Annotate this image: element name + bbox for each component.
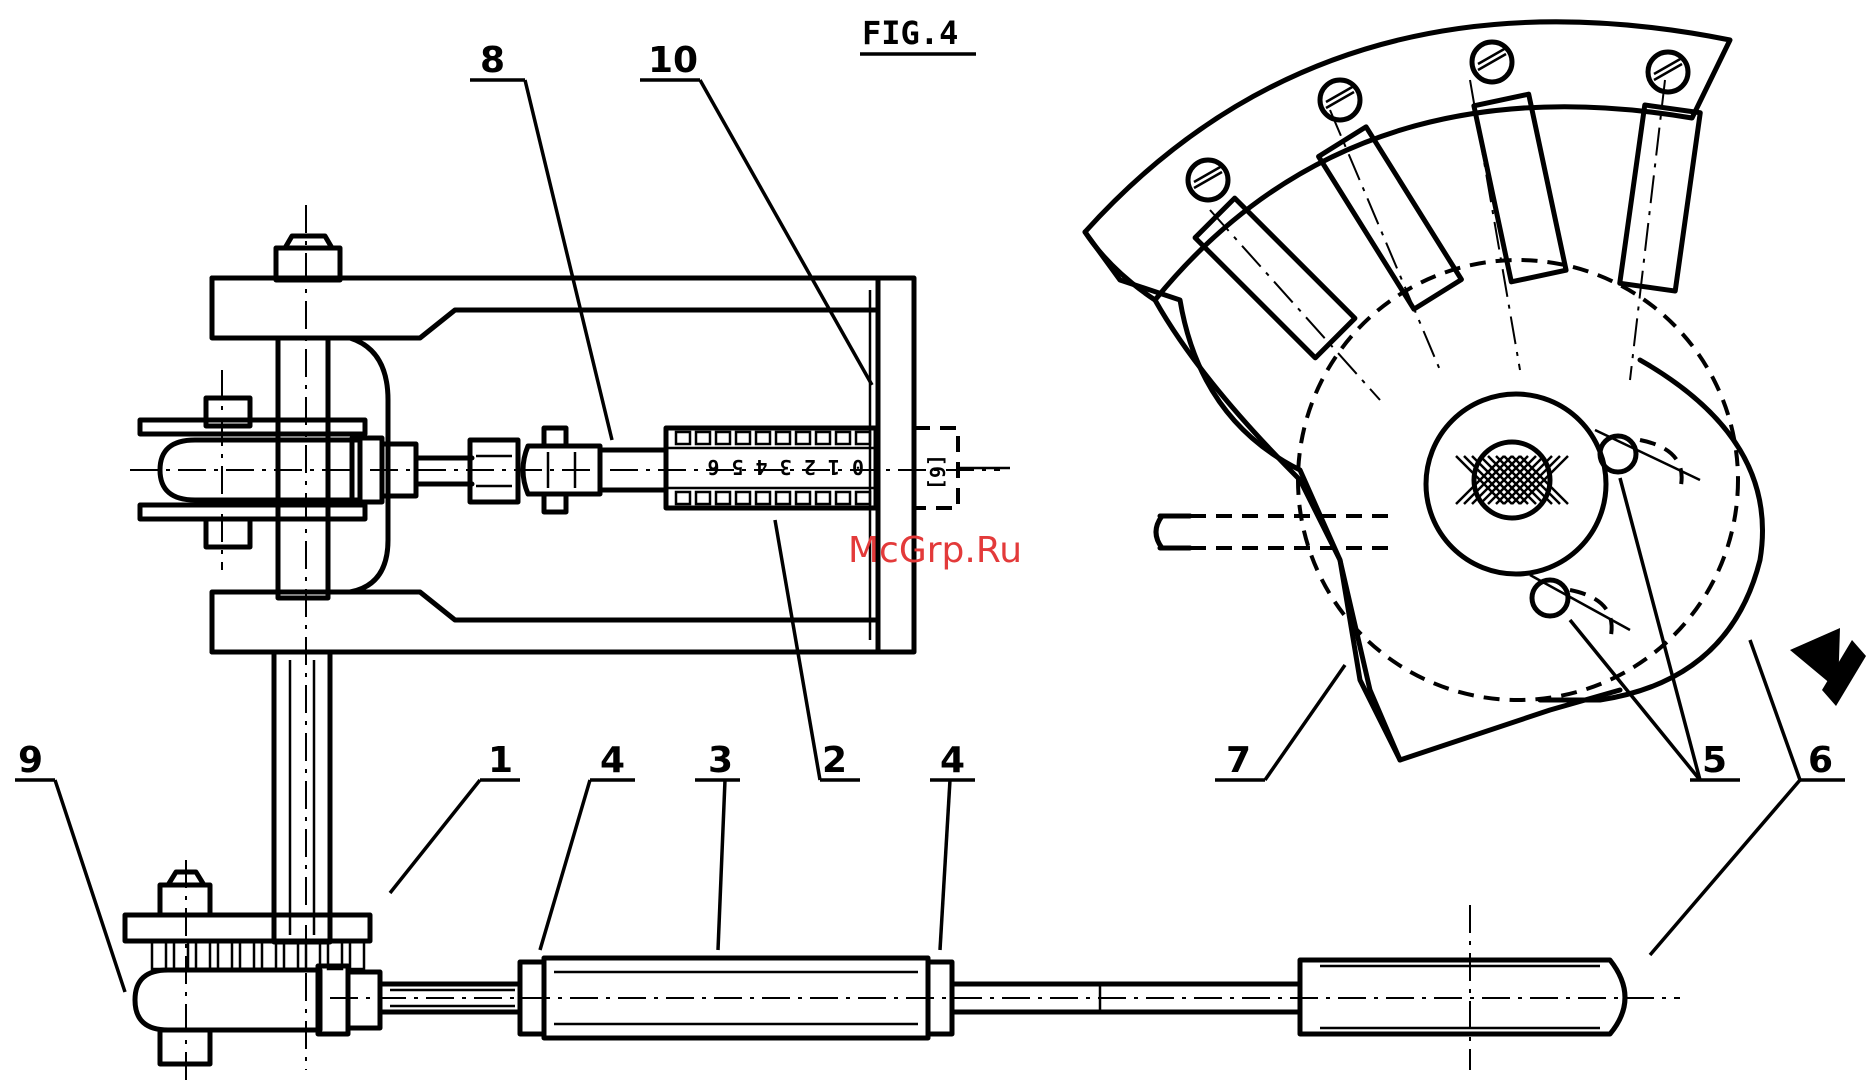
callout-9: 9 [18,740,43,781]
callout-10: 10 [648,40,698,81]
callout-4-left: 4 [600,740,625,781]
callout-3: 3 [708,740,733,781]
callout-7: 7 [1226,740,1251,781]
callout-5: 5 [1702,740,1727,781]
watermark: McGrp.Ru [848,530,1022,571]
callout-1: 1 [488,740,513,781]
scale-bracket: [6] [925,454,949,490]
scale-digits: 0 1 2 3 4 5 6 [707,455,864,479]
callout-6: 6 [1808,740,1833,781]
lower-linkage [125,860,1680,1080]
graduated-scale: 0 1 2 3 4 5 6 [6] [666,428,1010,508]
rotor-sector [1085,22,1866,760]
callout-4-right: 4 [940,740,965,781]
callout-2: 2 [822,740,847,781]
callout-8: 8 [480,40,505,81]
svg-text:FIG.4: FIG.4 [862,14,958,52]
figure-title: FIG.4 [860,14,976,54]
